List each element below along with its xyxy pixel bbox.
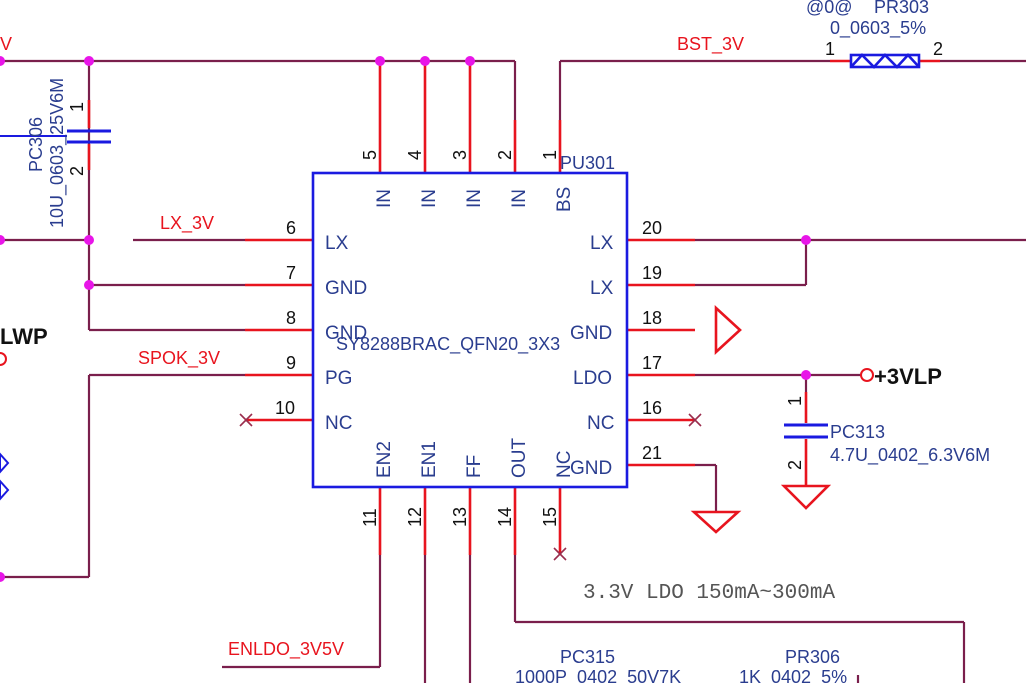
pin-name: IN xyxy=(464,189,485,208)
net-3vlp: +3VLP xyxy=(874,364,942,389)
pin-name: NC xyxy=(325,413,352,434)
pin-name: NC xyxy=(587,413,614,434)
pin-number: 2 xyxy=(495,150,515,160)
net-bst: BST_3V xyxy=(677,34,744,55)
net-labels: BST_3V LX_3V SPOK_3V ENLDO_3V5V V LWP xyxy=(0,34,744,660)
pin-number: 10 xyxy=(275,398,295,418)
pin-number: 12 xyxy=(405,507,425,527)
pr303-ref: PR303 xyxy=(874,0,929,17)
net-left-partial-mid: LWP xyxy=(0,324,48,349)
pin-number: 17 xyxy=(642,353,662,373)
pc313-pin1: 1 xyxy=(785,396,805,406)
pin-number: 8 xyxy=(286,308,296,328)
left-port-markers xyxy=(0,452,10,501)
pin-name: LDO xyxy=(573,368,612,389)
pin-name: EN1 xyxy=(419,441,440,478)
pin-number: 19 xyxy=(642,263,662,283)
pin-number: 15 xyxy=(540,507,560,527)
net-left-partial-top: V xyxy=(0,34,12,54)
capacitor-pc313: PC313 4.7U_0402_6.3V6M 1 2 xyxy=(784,396,990,470)
pr303-prefix: @0@ xyxy=(806,0,853,17)
pc313-value: 4.7U_0402_6.3V6M xyxy=(830,445,990,466)
pin-name: GND xyxy=(325,323,367,344)
design-note: 3.3V LDO 150mA~300mA xyxy=(583,582,835,605)
pin-number: 6 xyxy=(286,218,296,238)
ground-icon xyxy=(780,484,832,510)
pr303-pin1: 1 xyxy=(825,39,835,59)
pin-name: PG xyxy=(325,368,352,389)
power-terminal-icon xyxy=(860,368,874,382)
ground-icon xyxy=(714,305,742,355)
pin-number: 11 xyxy=(360,508,380,527)
pin-name: BS xyxy=(554,187,575,212)
pc313-ref: PC313 xyxy=(830,422,885,442)
net-spok: SPOK_3V xyxy=(138,348,220,369)
ground-icon xyxy=(690,510,742,534)
pin-name: GND xyxy=(325,278,367,299)
pc315-value: 1000P_0402_50V7K xyxy=(515,667,681,683)
pin-name: GND xyxy=(570,458,612,479)
net-lx: LX_3V xyxy=(160,213,214,234)
ic-top-pins: 5 IN 4 IN 3 IN 2 IN 1 BS xyxy=(360,150,575,212)
pin-number: 13 xyxy=(450,507,470,527)
pin-name: LX xyxy=(590,233,614,254)
pin-stubs xyxy=(87,59,940,555)
pin-name: OUT xyxy=(509,438,530,479)
pc315-ref: PC315 xyxy=(560,647,615,667)
pin-number: 20 xyxy=(642,218,662,238)
pin-name: LX xyxy=(325,233,349,254)
wires xyxy=(0,59,1026,683)
pin-name: IN xyxy=(419,189,440,208)
pin-number: 5 xyxy=(360,150,380,160)
pin-name: IN xyxy=(374,189,395,208)
pc306-value: 10U_0603_25V6M xyxy=(47,78,68,228)
ic-left-pins: 6 LX 7 GND 8 GND 9 PG 10 NC xyxy=(275,218,367,434)
ic-bottom-pins: EN2 11 EN1 12 FF 13 OUT 14 NC 15 xyxy=(360,438,575,528)
pr303-value: 0_0603_5% xyxy=(830,18,926,39)
pin-number: 4 xyxy=(405,150,425,160)
pin-number: 14 xyxy=(495,507,515,527)
pin-number: 7 xyxy=(286,263,296,283)
pin-number: 21 xyxy=(642,443,662,463)
nc-marks xyxy=(239,413,702,561)
resistor-pr303: @0@ PR303 0_0603_5% 1 2 xyxy=(806,0,943,69)
ic-part: SY8288BRAC_QFN20_3X3 xyxy=(336,334,560,355)
pc306-pin1: 1 xyxy=(67,102,87,112)
net-enldo: ENLDO_3V5V xyxy=(228,639,344,660)
ic-ref: PU301 xyxy=(560,153,615,173)
pin-name: LX xyxy=(590,278,614,299)
pin-name: EN2 xyxy=(374,441,395,478)
ic-body xyxy=(311,171,629,489)
pr303-pin2: 2 xyxy=(933,39,943,59)
pc306-pin2: 2 xyxy=(67,166,87,176)
pin-name: NC xyxy=(554,451,575,478)
pr306-ref: PR306 xyxy=(785,647,840,667)
junctions xyxy=(0,56,811,582)
pin-number: 9 xyxy=(286,353,296,373)
pin-number: 1 xyxy=(540,150,560,160)
ground-symbols xyxy=(690,305,832,534)
pin-name: IN xyxy=(509,189,530,208)
pin-name: GND xyxy=(570,323,612,344)
pin-number: 3 xyxy=(450,150,470,160)
pr306-value: 1K_0402_5% xyxy=(739,667,847,683)
pc306-ref: PC306 xyxy=(26,117,46,172)
pc313-pin2: 2 xyxy=(785,460,805,470)
pin-number: 18 xyxy=(642,308,662,328)
capacitor-pc306: PC306 10U_0603_25V6M 1 2 xyxy=(0,78,111,228)
pin-number: 16 xyxy=(642,398,662,418)
ic-right-pins: 20 LX 19 LX 18 GND 17 LDO 16 NC 21 GND xyxy=(570,218,662,479)
pin-name: FF xyxy=(464,455,485,478)
